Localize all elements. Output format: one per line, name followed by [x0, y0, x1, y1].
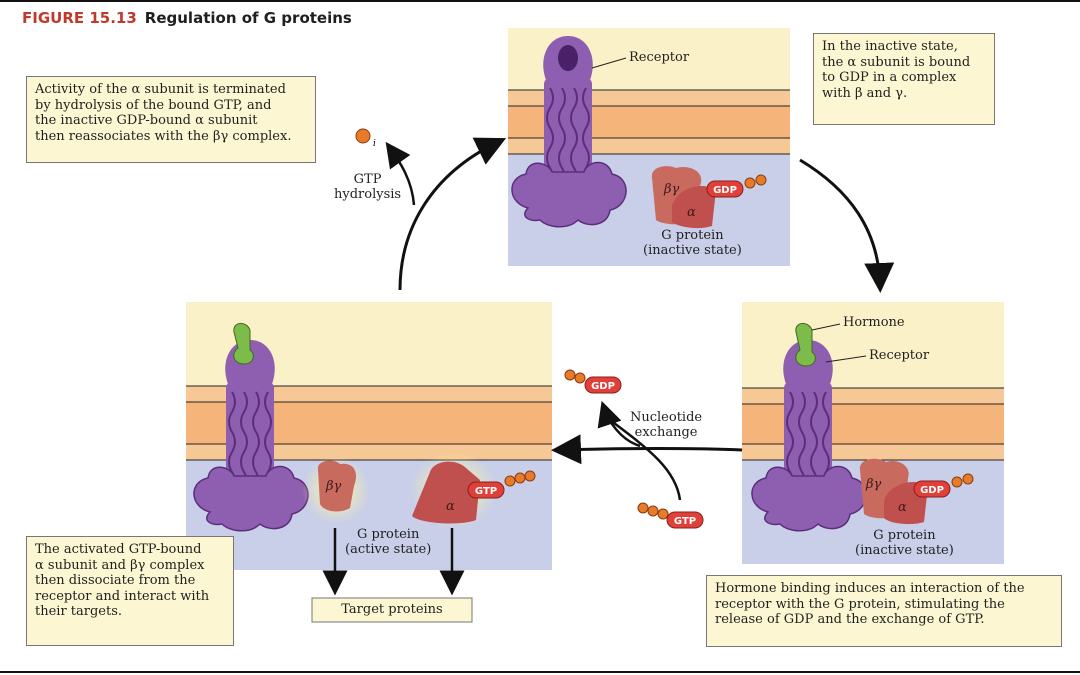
bottom-border: [0, 671, 1080, 673]
caption-bottom-right-line-1: Hormone binding induces an interaction o…: [715, 581, 1025, 596]
released-gdp-label: GDP: [591, 381, 615, 392]
gtp-pill-left-label: GTP: [475, 486, 497, 497]
betagamma-left: [317, 460, 357, 512]
label-gtp-hydrolysis-line-2: hydrolysis: [334, 187, 402, 202]
label-gprotein-left: G protein (active state): [345, 527, 431, 557]
label-gprotein-top-line-1: G protein: [661, 228, 724, 243]
arrow-hydrolysis-out: [385, 141, 416, 206]
hormone-right: [795, 323, 816, 367]
arrow-right-to-left: [551, 434, 743, 465]
label-gprotein-top: G protein (inactive state): [643, 228, 742, 258]
panel-active-left: βγ α GTP: [186, 302, 552, 570]
arrow-top-to-right: [799, 158, 895, 293]
incoming-gtp-label: GTP: [674, 516, 696, 527]
caption-bottom-left-line-1: The activated GTP-bound: [35, 542, 202, 557]
hormone-left: [233, 323, 254, 365]
label-gprotein-right: G protein (inactive state): [855, 528, 954, 558]
label-nucleotide-exchange-line-1: Nucleotide: [630, 410, 703, 425]
gdp-pill-top: [706, 180, 744, 198]
hormone-pointer: [811, 323, 841, 331]
label-gprotein-right-line-2: (inactive state): [855, 543, 954, 558]
caption-top-left-line-3: the inactive GDP-bound α subunit: [35, 113, 258, 128]
alpha-top: [672, 185, 716, 229]
released-phosphate: [355, 128, 371, 144]
label-gtp-hydrolysis: GTP hydrolysis: [334, 172, 401, 202]
caption-top-right-line-1: In the inactive state,: [822, 39, 958, 54]
arrow-gtp-in: [609, 419, 682, 501]
caption-bottom-right-line-2: receptor with the G protein, stimulating…: [715, 596, 1005, 612]
caption-bottom-right-line-3: release of GDP and the exchange of GTP.: [715, 612, 985, 627]
receptor-right-pointer: [825, 355, 867, 363]
caption-top-right: In the inactive state, the α subunit is …: [813, 33, 995, 125]
label-gprotein-left-line-1: G protein: [356, 527, 420, 542]
figure-title: FIGURE 15.13 Regulation of G proteins: [22, 9, 352, 27]
arrow-gdp-out: [597, 400, 641, 448]
caption-bottom-left-line-3: then dissociate from the: [35, 573, 196, 588]
betagamma-left-label: βγ: [325, 479, 342, 494]
target-proteins-box: [311, 597, 473, 623]
caption-top-right-line-4: with β and γ.: [822, 85, 908, 101]
caption-bottom-left-line-5: their targets.: [35, 604, 123, 619]
caption-bottom-left-line-4: receptor and interact with: [35, 588, 210, 604]
caption-bottom-left-line-2: α subunit and βγ complex: [35, 557, 205, 573]
label-nucleotide-exchange-line-2: exchange: [634, 425, 698, 440]
arrow-left-to-top: [398, 137, 507, 291]
panel-hormone-bound-right: βγ α GDP: [742, 302, 1004, 564]
label-receptor-right: Receptor: [869, 348, 930, 363]
label-gprotein-right-line-1: G protein: [873, 528, 936, 543]
label-receptor-top: Receptor: [629, 50, 690, 65]
label-target-proteins: Target proteins: [341, 602, 443, 617]
incoming-gtp: GTP: [637, 502, 704, 529]
caption-bottom-right: Hormone binding induces an interaction o…: [706, 575, 1062, 647]
alpha-left-label: α: [446, 499, 455, 514]
caption-top-left: Activity of the α subunit is terminated …: [26, 76, 316, 163]
caption-top-left-line-1: Activity of the α subunit is terminated: [35, 82, 286, 97]
caption-top-left-line-2: by hydrolysis of the bound GTP, and: [35, 97, 272, 113]
alpha-right-label: α: [898, 500, 907, 515]
label-nucleotide-exchange: Nucleotide exchange: [630, 410, 702, 440]
gdp-pill-right: [913, 480, 951, 498]
label-hormone: Hormone: [843, 315, 905, 330]
figure-title-text: Regulation of G proteins: [144, 9, 352, 27]
caption-bottom-left: The activated GTP-bound α subunit and βγ…: [26, 536, 234, 646]
figure-number: FIGURE 15.13: [22, 9, 137, 27]
gdp-pill-right-label: GDP: [920, 485, 944, 496]
top-border: [0, 0, 1080, 2]
alpha-top-label: α: [687, 205, 696, 220]
betagamma-right-label: βγ: [865, 477, 882, 492]
caption-top-right-line-2: the α subunit is bound: [822, 54, 971, 70]
panel-inactive-top: βγ α GDP: [508, 28, 790, 266]
label-gprotein-left-line-2: (active state): [345, 542, 432, 557]
caption-top-right-line-3: to GDP in a complex: [822, 70, 957, 85]
label-gtp-hydrolysis-line-1: GTP: [353, 172, 382, 187]
gtp-pill-left: [467, 481, 505, 499]
released-gdp: GDP: [564, 369, 622, 394]
receptor-top-pointer: [591, 57, 627, 69]
caption-top-left-line-4: then reassociates with the βγ complex.: [35, 128, 292, 144]
gdp-pill-top-label: GDP: [713, 185, 737, 196]
alpha-left: [412, 461, 480, 524]
label-gprotein-top-line-2: (inactive state): [643, 243, 742, 258]
betagamma-top-label: βγ: [663, 182, 680, 197]
phosphate-subscript: i: [373, 139, 376, 149]
receptor-binding-pocket: [558, 45, 578, 71]
